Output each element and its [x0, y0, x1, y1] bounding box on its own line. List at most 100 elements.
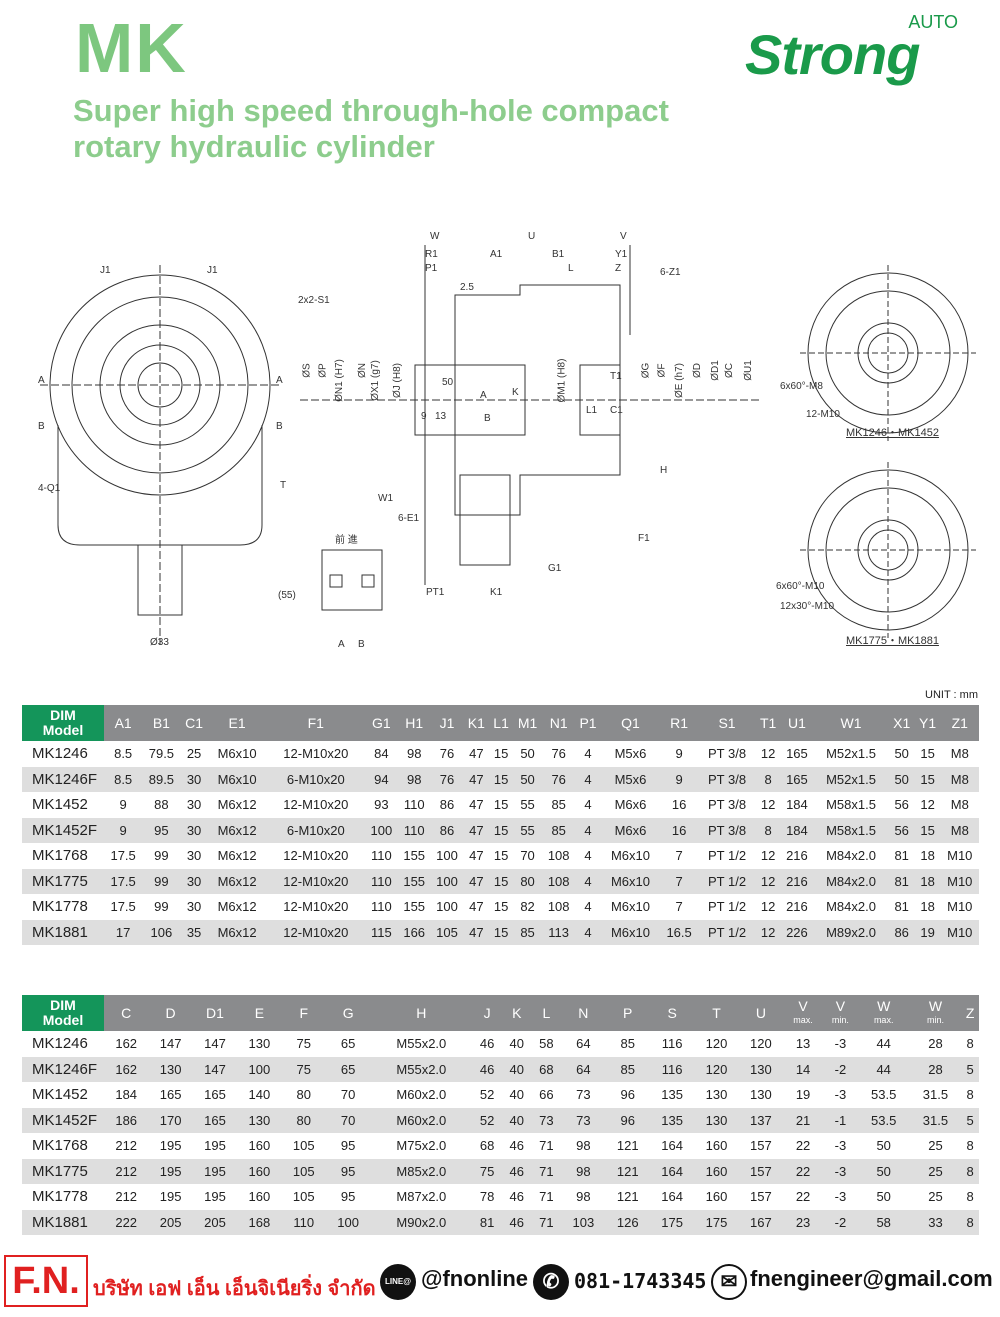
value-cell: 79.5: [148, 746, 175, 762]
value-cell: 155: [403, 848, 426, 864]
label-valve-a: A: [338, 639, 345, 650]
value-cell: 15: [493, 899, 509, 915]
value-cell: 184: [115, 1087, 138, 1103]
value-cell: 15: [489, 919, 513, 945]
value-cell: 205: [148, 1209, 193, 1235]
label-6x60-m10: 6x60°-M10: [776, 581, 825, 592]
value-cell: 85: [605, 1056, 650, 1082]
column-header: Z: [961, 995, 979, 1031]
value-cell: 96: [620, 1087, 635, 1103]
column-header: J: [472, 995, 502, 1031]
email-address[interactable]: fnengineer@gmail.com: [750, 1266, 993, 1291]
value-cell: 98: [576, 1189, 591, 1205]
label-c1: C1: [610, 405, 623, 416]
value-cell: 71: [539, 1189, 554, 1205]
value-cell: 108: [547, 848, 570, 864]
value-cell: 53.5: [871, 1087, 897, 1103]
value-cell: M10: [947, 899, 973, 915]
column-header: E1: [207, 705, 267, 741]
phone-icon: ✆: [533, 1264, 569, 1300]
value-cell: 40: [501, 1056, 532, 1082]
value-cell: 65: [325, 1056, 371, 1082]
value-cell: 50: [520, 746, 535, 762]
label-6-e1: 6-E1: [398, 513, 420, 524]
value-cell: 164: [661, 1189, 683, 1205]
value-cell: -3: [834, 1087, 847, 1103]
value-cell: 86: [888, 919, 915, 945]
value-cell: 15: [493, 746, 509, 762]
value-cell: 46: [479, 1036, 495, 1052]
value-cell: 15: [914, 817, 941, 843]
unit-label: UNIT : mm: [925, 689, 978, 701]
value-cell: 47: [469, 899, 484, 915]
value-cell: 9: [119, 797, 127, 813]
value-cell: 64: [561, 1056, 606, 1082]
value-cell: M6x12: [207, 868, 267, 894]
value-cell: 88: [154, 797, 169, 813]
value-cell: 25: [928, 1189, 943, 1205]
model-label: Model: [42, 1012, 84, 1028]
value-cell: 50: [876, 1138, 891, 1154]
dim-label: DIM: [50, 707, 76, 723]
value-cell: 160: [705, 1138, 728, 1154]
value-cell: 157: [750, 1138, 772, 1154]
column-header: Q1: [600, 705, 660, 741]
subtitle-line-1: Super high speed through-hole compact: [73, 93, 669, 128]
column-header-label: L: [542, 1005, 551, 1021]
value-cell: 4: [584, 848, 592, 864]
value-cell: M84x2.0: [826, 899, 876, 915]
value-cell: 35: [180, 919, 208, 945]
value-cell: 98: [406, 746, 422, 762]
column-header: C: [104, 995, 149, 1031]
value-cell: -3: [834, 1036, 847, 1052]
value-cell: M52x1.5: [813, 766, 889, 792]
value-cell: 44: [857, 1056, 910, 1082]
value-cell: 105: [292, 1189, 315, 1205]
label-dia-g: ØG: [640, 362, 652, 379]
column-header-label: F: [299, 1005, 309, 1021]
value-cell: M58x1.5: [813, 817, 889, 843]
line-id[interactable]: @fnonline: [421, 1266, 528, 1291]
phone-number[interactable]: 081-1743345: [574, 1269, 707, 1293]
line-icon: LINE@: [380, 1264, 416, 1300]
value-cell: 212: [115, 1138, 138, 1154]
column-header-label: W: [928, 998, 943, 1014]
value-cell: -1: [823, 1107, 858, 1133]
value-cell: 47: [469, 848, 484, 864]
label-r1: R1: [425, 249, 438, 260]
drawing-lines: [40, 245, 976, 645]
value-cell: 8.5: [114, 746, 133, 762]
model-cell: MK1768: [32, 1137, 88, 1155]
value-cell: 121: [616, 1138, 639, 1154]
column-header: C1: [180, 705, 208, 741]
value-cell: 65: [340, 1036, 356, 1052]
column-header-label: D1: [206, 1005, 224, 1021]
column-header: G: [325, 995, 371, 1031]
value-cell: 12: [760, 848, 776, 864]
technical-drawing: J1 J1 2x2-S1 A A B B 4-Q1 T (55) Ø33 W R…: [0, 225, 1000, 665]
column-header: D: [148, 995, 193, 1031]
value-cell: 30: [180, 817, 208, 843]
value-cell: 100: [364, 817, 398, 843]
value-cell: M84x2.0: [813, 868, 889, 894]
column-header-qualifier: max.: [793, 1015, 813, 1025]
value-cell: 30: [180, 868, 208, 894]
label-b1: B1: [552, 249, 565, 260]
value-cell: M90x2.0: [370, 1209, 473, 1235]
label-55: (55): [278, 590, 296, 601]
value-cell: M10: [947, 848, 973, 864]
value-cell: 165: [204, 1087, 226, 1103]
column-header-label: W: [877, 998, 891, 1014]
label-dia-f: ØF: [656, 363, 668, 378]
column-header-qualifier: max.: [873, 1015, 894, 1025]
value-cell: 15: [493, 797, 509, 813]
column-header-qualifier: min.: [926, 1015, 944, 1025]
value-cell: 19: [914, 919, 941, 945]
model-cell: MK1452F: [22, 817, 104, 843]
value-cell: 116: [649, 1056, 695, 1082]
value-cell: 12-M10x20: [266, 868, 365, 894]
